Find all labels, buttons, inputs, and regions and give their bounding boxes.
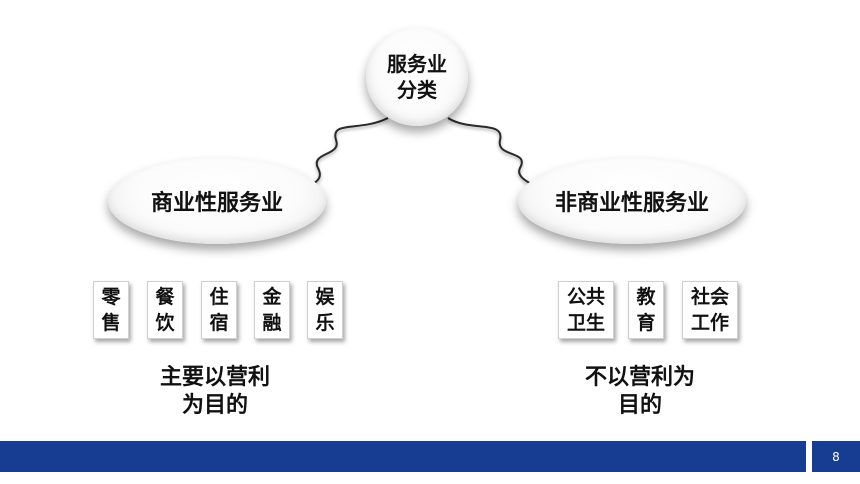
item-label: 餐 饮 [155,286,175,334]
item-label: 社会 工作 [690,286,729,334]
noncommercial-purpose-caption: 不以营利为 目的 [584,365,695,418]
item-box-finance: 金 融 [254,281,290,339]
item-box-public-health: 公共 卫生 [558,281,614,339]
node-noncommercial-label: 非商业性服务业 [554,191,709,216]
node-commercial-label: 商业性服务业 [150,191,283,216]
center-node-label: 服务业 分类 [387,52,447,102]
item-box-retail: 零 售 [93,281,129,339]
item-label: 住 宿 [209,286,229,334]
node-noncommercial-service: 非商业性服务业 [518,158,746,244]
node-commercial-service: 商业性服务业 [108,158,326,244]
item-box-social-work: 社会 工作 [682,281,738,339]
right-connector [447,117,541,189]
commercial-purpose-caption: 主要以营利 为目的 [159,365,270,418]
item-label: 教 育 [636,286,656,334]
item-box-lodging: 住 宿 [201,281,237,339]
footer-bar [0,441,806,472]
center-node-service-classification: 服务业 分类 [366,28,468,126]
item-label: 零 售 [101,286,121,334]
item-box-catering: 餐 饮 [147,281,183,339]
item-label: 金 融 [262,286,282,334]
item-label: 娱 乐 [315,286,335,334]
item-label: 公共 卫生 [566,286,605,334]
item-box-entertainment: 娱 乐 [307,281,343,339]
left-connector [309,117,389,187]
item-box-education: 教 育 [628,281,664,339]
page-number: 8 [812,441,860,472]
